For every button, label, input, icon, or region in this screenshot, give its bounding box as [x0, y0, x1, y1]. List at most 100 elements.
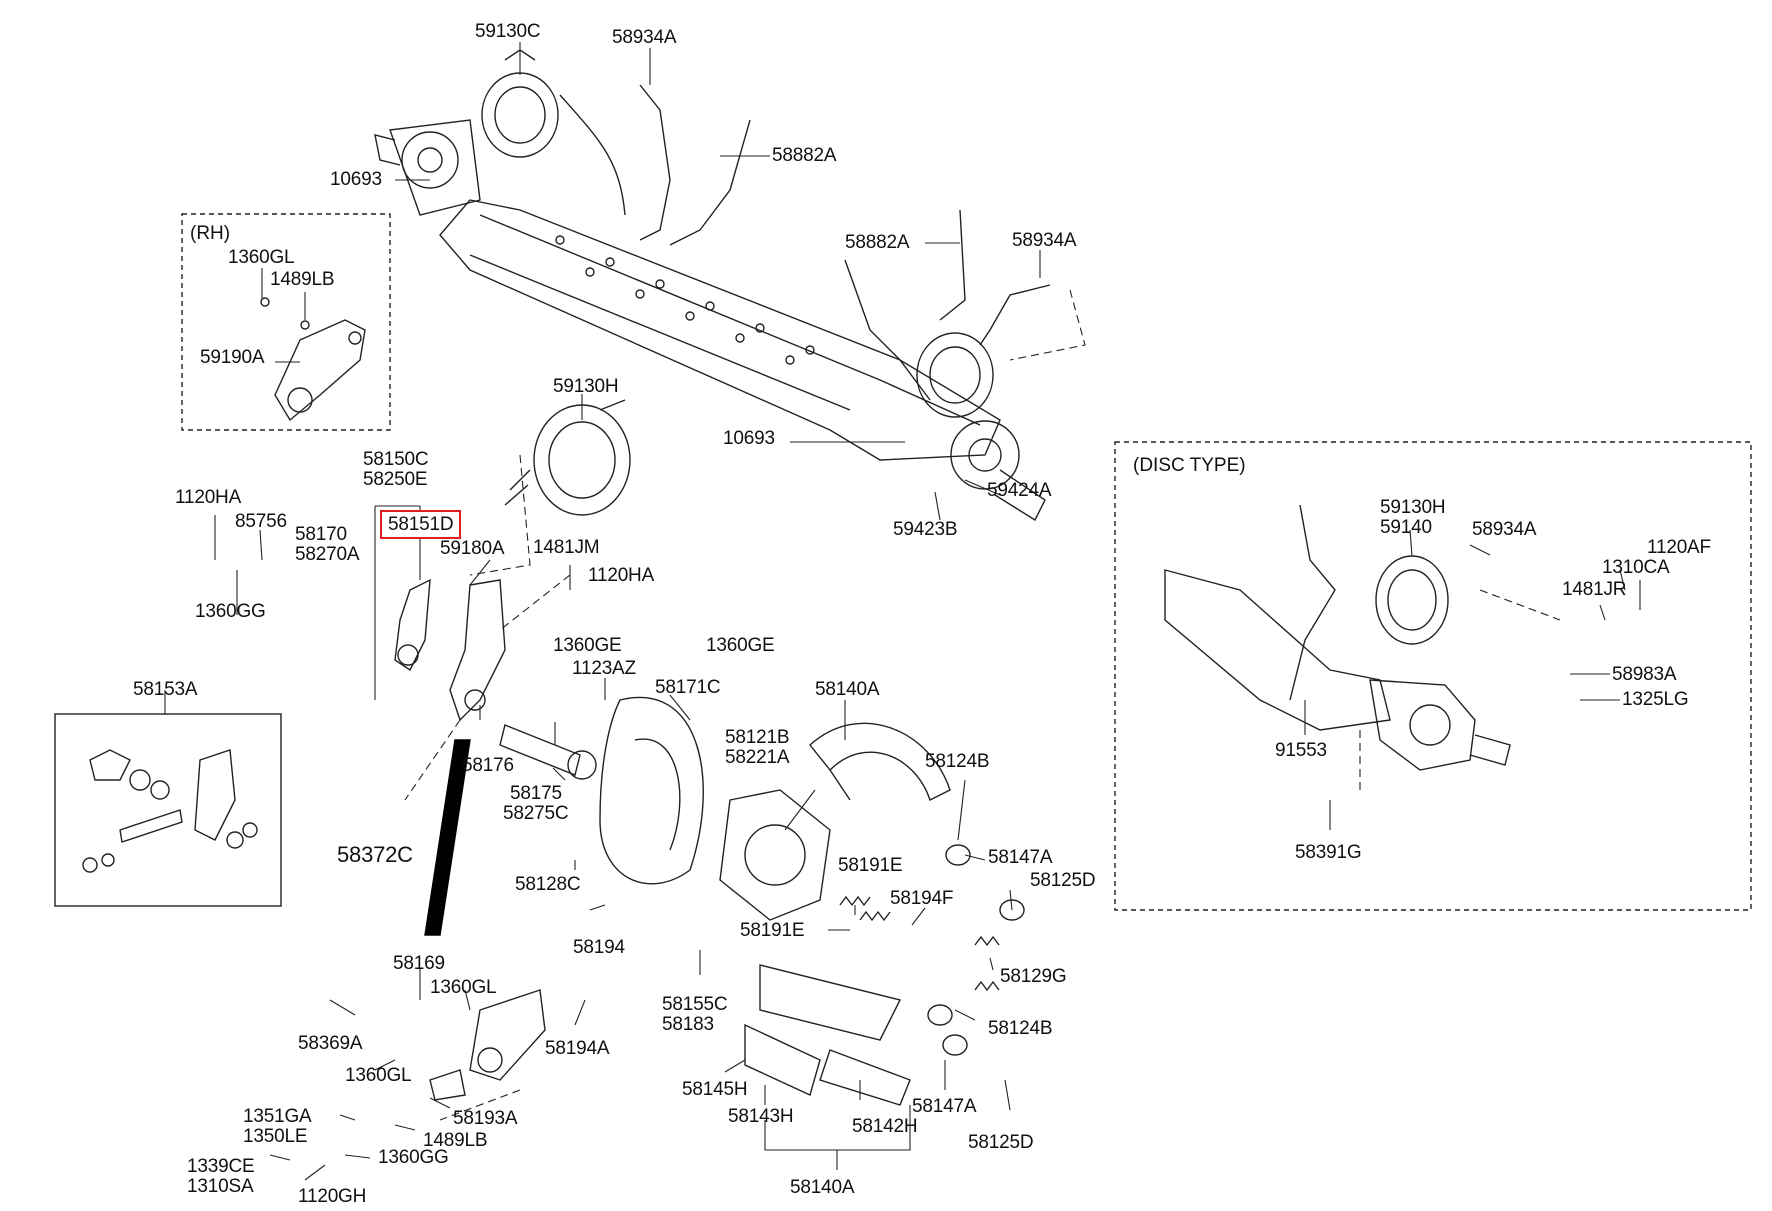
- part-label-91553[interactable]: 91553: [1275, 740, 1327, 761]
- return-springs: [839, 895, 1000, 992]
- part-label-58194F[interactable]: 58194F: [890, 888, 954, 909]
- kit-58153A-box: [54, 713, 282, 907]
- right-brake-chamber: [916, 332, 994, 418]
- part-label-1489LB[interactable]: 1489LB: [270, 269, 335, 290]
- part-label-1360GG[interactable]: 1360GG: [195, 601, 266, 622]
- part-label-58171C[interactable]: 58171C: [655, 677, 721, 698]
- part-label-1481JM[interactable]: 1481JM: [533, 537, 600, 558]
- rh-group-box: [181, 213, 391, 431]
- part-label-58142H[interactable]: 58142H: [852, 1116, 918, 1137]
- part-label-58391G[interactable]: 58391G: [1295, 842, 1362, 863]
- part-label-58140A[interactable]: 58140A: [790, 1177, 855, 1198]
- part-label-59130C[interactable]: 59130C: [475, 21, 541, 42]
- part-label-58270A[interactable]: 58270A: [295, 544, 360, 565]
- camshaft-58175: [499, 724, 597, 780]
- part-label-58147A[interactable]: 58147A: [988, 847, 1053, 868]
- part-label-1123AZ[interactable]: 1123AZ: [572, 658, 636, 679]
- part-label-58140A[interactable]: 58140A: [815, 679, 880, 700]
- part-label-58934A[interactable]: 58934A: [1472, 519, 1537, 540]
- part-label-58129G[interactable]: 58129G: [1000, 966, 1067, 987]
- part-label-1120GH[interactable]: 1120GH: [298, 1186, 367, 1207]
- right-steering-knuckle: [950, 420, 1046, 522]
- camshaft-bracket-59180A: [449, 579, 506, 722]
- part-label-58191E[interactable]: 58191E: [838, 855, 903, 876]
- part-label-58221A[interactable]: 58221A: [725, 747, 790, 768]
- part-label-58125D[interactable]: 58125D: [1030, 870, 1096, 891]
- part-label-58194[interactable]: 58194: [573, 937, 625, 958]
- part-label-59424A[interactable]: 59424A: [987, 480, 1052, 501]
- part-label-1120HA[interactable]: 1120HA: [588, 565, 655, 586]
- part-label-58125D[interactable]: 58125D: [968, 1132, 1034, 1153]
- part-label-58175[interactable]: 58175: [510, 783, 562, 804]
- front-axle-beam: [439, 199, 1001, 461]
- leader-lines: [164, 42, 1641, 1181]
- part-label-10693[interactable]: 10693: [723, 428, 775, 449]
- part-label-58983A[interactable]: 58983A: [1612, 664, 1677, 685]
- assembly-pointer-wedge: [424, 739, 471, 936]
- part-label-58153A[interactable]: 58153A: [133, 679, 198, 700]
- kit-58153A-parts: [82, 749, 258, 873]
- disc-type-assembly: [1164, 504, 1511, 771]
- part-label-1351GA[interactable]: 1351GA: [243, 1106, 312, 1127]
- part-label-58882A[interactable]: 58882A: [772, 145, 837, 166]
- dust-shield-58171C: [599, 696, 704, 885]
- brake-hoses: [559, 84, 1051, 401]
- part-label-1120AF[interactable]: 1120AF: [1647, 537, 1711, 558]
- part-label-1120HA[interactable]: 1120HA: [175, 487, 242, 508]
- part-label-58183[interactable]: 58183: [662, 1014, 714, 1035]
- part-label-58176[interactable]: 58176: [462, 755, 514, 776]
- part-label-58369A[interactable]: 58369A: [298, 1033, 363, 1054]
- brake-shoe-upper: [809, 722, 951, 801]
- slack-adjuster: [394, 578, 431, 672]
- part-label-58124B[interactable]: 58124B: [925, 751, 990, 772]
- part-label-58372C[interactable]: 58372C: [337, 842, 413, 867]
- brake-spider-58121B: [719, 789, 831, 921]
- part-label-58128C[interactable]: 58128C: [515, 874, 581, 895]
- part-label-1310SA[interactable]: 1310SA: [187, 1176, 254, 1197]
- part-label-58193A[interactable]: 58193A: [453, 1108, 518, 1129]
- part-label-58934A[interactable]: 58934A: [612, 27, 677, 48]
- part-label-58169[interactable]: 58169: [393, 953, 445, 974]
- part-label-1360GL[interactable]: 1360GL: [345, 1065, 412, 1086]
- part-label-1350LE[interactable]: 1350LE: [243, 1126, 308, 1147]
- part-label-10693[interactable]: 10693: [330, 169, 382, 190]
- part-label-1339CE[interactable]: 1339CE: [187, 1156, 255, 1177]
- rh-group-title: (RH): [190, 223, 231, 244]
- part-label-58250E[interactable]: 58250E: [363, 469, 428, 490]
- part-label-58194A[interactable]: 58194A: [545, 1038, 610, 1059]
- part-label-58124B[interactable]: 58124B: [988, 1018, 1053, 1039]
- part-label-85756[interactable]: 85756: [235, 511, 287, 532]
- part-label-1360GL[interactable]: 1360GL: [228, 247, 295, 268]
- part-label-59130H[interactable]: 59130H: [553, 376, 619, 397]
- part-label-59140[interactable]: 59140: [1380, 517, 1432, 538]
- part-label-1360GE[interactable]: 1360GE: [706, 635, 775, 656]
- part-label-59130H[interactable]: 59130H: [1380, 497, 1446, 518]
- part-label-58143H[interactable]: 58143H: [728, 1106, 794, 1127]
- part-label-58145H[interactable]: 58145H: [682, 1079, 748, 1100]
- brake-shoe-lower: [744, 964, 911, 1106]
- part-label-59190A[interactable]: 59190A: [200, 347, 265, 368]
- part-label-58191E[interactable]: 58191E: [740, 920, 805, 941]
- left-steering-knuckle: [374, 119, 481, 216]
- part-label-58121B[interactable]: 58121B: [725, 727, 790, 748]
- part-label-58882A[interactable]: 58882A: [845, 232, 910, 253]
- part-label-1360GE[interactable]: 1360GE: [553, 635, 622, 656]
- part-label-59180A[interactable]: 59180A: [440, 538, 505, 559]
- part-label-1481JR[interactable]: 1481JR: [1562, 579, 1627, 600]
- slack-adjuster-assembly-lower: [429, 989, 546, 1101]
- rh-bracket-59190A: [260, 297, 366, 422]
- part-label-1325LG[interactable]: 1325LG: [1622, 689, 1689, 710]
- part-label-58150C[interactable]: 58150C: [363, 449, 429, 470]
- part-label-1360GL[interactable]: 1360GL: [430, 977, 497, 998]
- part-label-58147A[interactable]: 58147A: [912, 1096, 977, 1117]
- part-label-58934A[interactable]: 58934A: [1012, 230, 1077, 251]
- part-label-1360GG[interactable]: 1360GG: [378, 1147, 449, 1168]
- part-label-1489LB[interactable]: 1489LB: [423, 1130, 488, 1151]
- part-label-58275C[interactable]: 58275C: [503, 803, 569, 824]
- part-label-58170[interactable]: 58170: [295, 524, 347, 545]
- part-label-58151D-highlighted[interactable]: 58151D: [380, 510, 462, 539]
- part-label-1310CA[interactable]: 1310CA: [1602, 557, 1670, 578]
- part-label-58155C[interactable]: 58155C: [662, 994, 728, 1015]
- part-label-59423B[interactable]: 59423B: [893, 519, 958, 540]
